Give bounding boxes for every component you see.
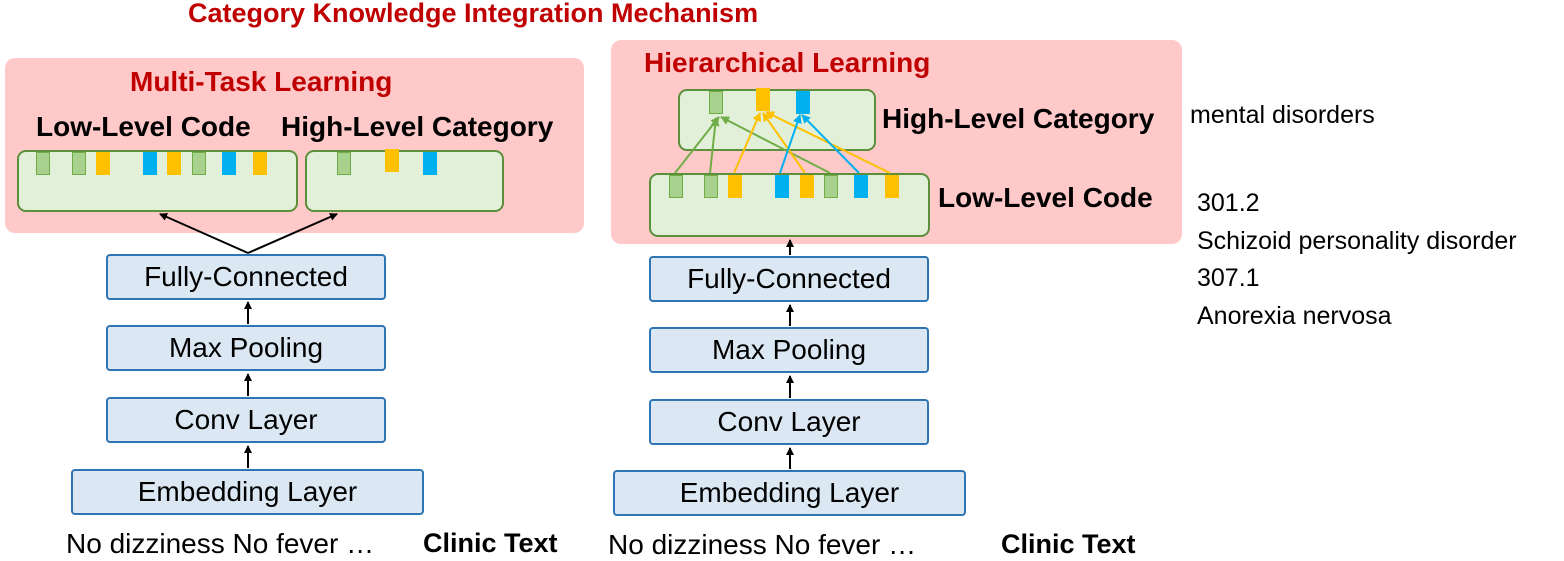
code-cell (824, 175, 838, 198)
left-low-level-code-label: Low-Level Code (36, 111, 251, 142)
category-cell (337, 152, 351, 175)
left-high-level-category-label: High-Level Category (281, 111, 554, 142)
code-cell (222, 152, 236, 175)
right-fully-connected-layer: Fully-Connected (649, 256, 929, 302)
left-fully-connected-layer: Fully-Connected (106, 254, 386, 300)
code-cell (728, 175, 742, 198)
code-cell (854, 175, 868, 198)
category-cell (385, 149, 399, 172)
code-annotation-307-1: 307.1 (1197, 264, 1260, 292)
right-conv-layer: Conv Layer (649, 399, 929, 445)
code-cell (704, 175, 718, 198)
code-cell (72, 152, 86, 175)
category-cell (423, 152, 437, 175)
left-clinic-text-label: Clinic Text (423, 528, 558, 558)
code-cell (775, 175, 789, 198)
left-stack-arrows (159, 213, 338, 468)
code-cell (143, 152, 157, 175)
left-max-pooling-layer: Max Pooling (106, 325, 386, 371)
right-max-pooling-layer: Max Pooling (649, 327, 929, 373)
code-annotation-301-2: 301.2 (1197, 189, 1260, 217)
code-cell (800, 175, 814, 198)
category-cell (756, 88, 770, 111)
left-low-level-code-vector (17, 150, 298, 212)
blue-mapping-arrows (779, 114, 860, 174)
right-clinic-text-label: Clinic Text (1001, 529, 1136, 559)
left-embedding-layer: Embedding Layer (71, 469, 424, 515)
right-low-level-code-label: Low-Level Code (938, 182, 1153, 213)
code-annotation-schizoid: Schizoid personality disorder (1197, 227, 1517, 255)
left-input-text: No dizziness No fever … (66, 528, 375, 559)
left-conv-layer: Conv Layer (106, 397, 386, 443)
hierarchical-panel-title: Hierarchical Learning (644, 47, 931, 78)
multi-task-panel-title: Multi-Task Learning (130, 66, 393, 97)
green-mapping-arrows (674, 116, 831, 174)
code-cell (167, 152, 181, 175)
right-embedding-layer: Embedding Layer (613, 470, 966, 516)
code-cell (96, 152, 110, 175)
right-low-level-code-vector (649, 173, 930, 237)
code-cell (253, 152, 267, 175)
figure-title: Category Knowledge Integration Mechanism (188, 0, 759, 28)
code-annotation-anorexia: Anorexia nervosa (1197, 302, 1392, 330)
left-high-level-category-vector (305, 149, 504, 212)
right-input-text: No dizziness No fever … (608, 529, 917, 560)
category-annotation: mental disorders (1190, 101, 1375, 129)
code-cell (669, 175, 683, 198)
right-high-level-category-label: High-Level Category (882, 103, 1155, 134)
category-cell (796, 91, 810, 114)
code-cell (885, 175, 899, 198)
code-cell (36, 152, 50, 175)
code-cell (192, 152, 206, 175)
category-cell (709, 91, 723, 114)
